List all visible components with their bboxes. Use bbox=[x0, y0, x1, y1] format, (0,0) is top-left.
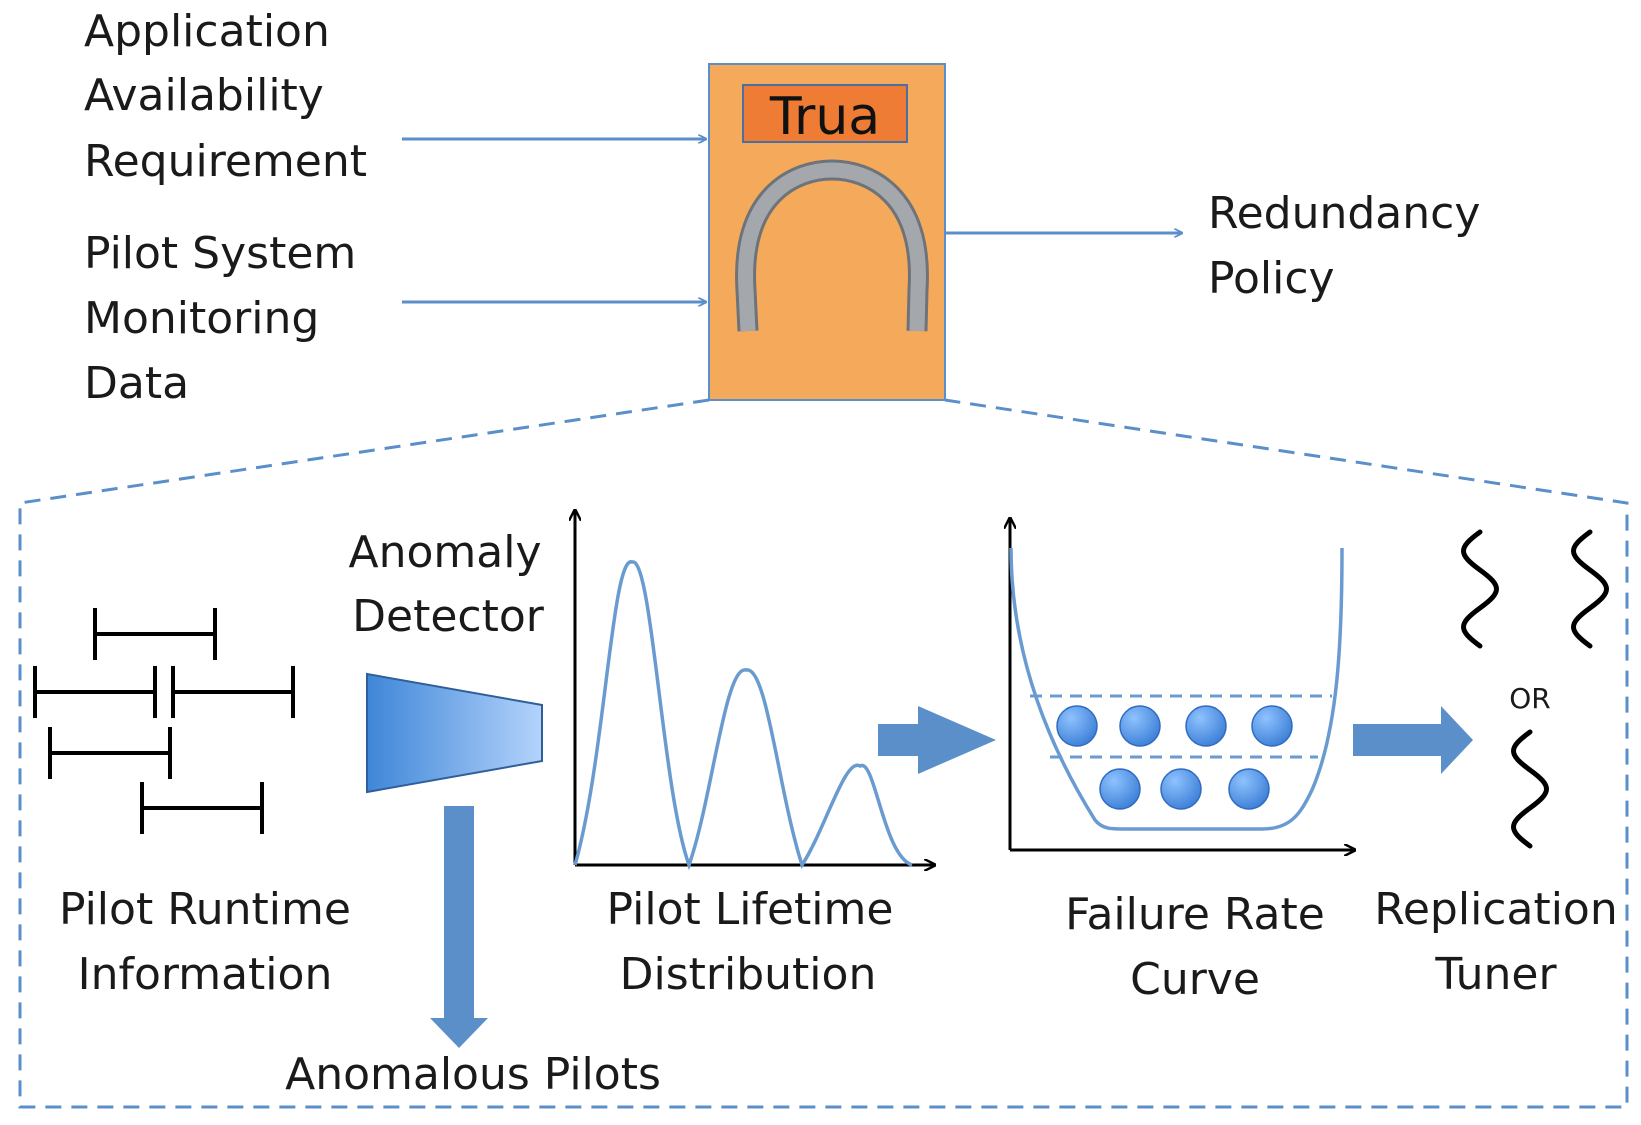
bathtub-curve bbox=[1009, 547, 1344, 831]
runtime-interval bbox=[48, 727, 172, 779]
anomalous-pilots-label: Anomalous Pilots bbox=[285, 1049, 661, 1100]
lifetime-label-line-2: Distribution bbox=[620, 949, 877, 1000]
failure-rate-chart bbox=[1010, 518, 1355, 850]
monitoring-label-line-2: Monitoring bbox=[84, 293, 319, 344]
pilot-ball bbox=[1056, 705, 1098, 747]
input-monitoring-data: Pilot System Monitoring Data bbox=[84, 228, 356, 409]
replication-label-line-2: Tuner bbox=[1434, 949, 1557, 1000]
runtime-interval bbox=[171, 666, 295, 718]
pilot-ball bbox=[1119, 705, 1161, 747]
detail-zoom-outline bbox=[18, 398, 1629, 1109]
monitoring-label-line-1: Pilot System bbox=[84, 228, 356, 279]
funnel-filter-icon bbox=[366, 672, 543, 794]
redundancy-label-line-2: Policy bbox=[1208, 253, 1335, 304]
availability-label-line-1: Application bbox=[84, 6, 330, 57]
pilot-ball bbox=[1228, 768, 1270, 810]
runtime-interval bbox=[140, 782, 264, 834]
failure-rate-label-line-1: Failure Rate bbox=[1065, 889, 1325, 940]
replica-wave-icon bbox=[1461, 529, 1499, 649]
monitoring-label-line-3: Data bbox=[84, 358, 189, 409]
arch-icon bbox=[735, 159, 929, 332]
replication-label-line-1: Replication bbox=[1374, 884, 1617, 935]
lifetime-distribution-chart bbox=[575, 510, 935, 865]
anomalous-pilots-arrow bbox=[430, 806, 488, 1048]
lifetime-distribution-curve bbox=[573, 560, 913, 871]
pilot-ball bbox=[1251, 705, 1293, 747]
trua-title-box bbox=[742, 84, 908, 143]
anomaly-detector-label-line-2: Detector bbox=[352, 591, 545, 642]
runtime-interval bbox=[33, 666, 157, 718]
or-label: OR bbox=[1509, 682, 1551, 715]
flow-arrow-to-replication bbox=[1353, 706, 1473, 774]
availability-label-line-3: Requirement bbox=[84, 136, 367, 187]
replica-wave-icon bbox=[1511, 729, 1549, 849]
pilot-runtime-intervals bbox=[33, 608, 295, 834]
replica-wave-icons bbox=[1461, 529, 1609, 849]
output-redundancy-policy: Redundancy Policy bbox=[1208, 188, 1480, 304]
replica-wave-icon bbox=[1571, 529, 1609, 649]
input-availability-requirement: Application Availability Requirement bbox=[84, 6, 367, 187]
trua-title: Trua bbox=[769, 87, 880, 147]
runtime-interval bbox=[93, 608, 217, 660]
availability-label-line-2: Availability bbox=[84, 70, 324, 121]
pilot-ball bbox=[1160, 768, 1202, 810]
runtime-label-line-2: Information bbox=[78, 949, 333, 1000]
failure-rate-label-line-2: Curve bbox=[1130, 954, 1260, 1005]
trua-box: Trua bbox=[708, 63, 946, 401]
flow-arrow-to-failure-rate bbox=[878, 706, 996, 774]
pilot-ball bbox=[1185, 705, 1227, 747]
redundancy-label-line-1: Redundancy bbox=[1208, 188, 1480, 239]
anomaly-detector-label-line-1: Anomaly bbox=[349, 527, 542, 578]
runtime-label-line-1: Pilot Runtime bbox=[59, 884, 351, 935]
lifetime-label-line-1: Pilot Lifetime bbox=[607, 884, 894, 935]
pilot-ball bbox=[1099, 768, 1141, 810]
